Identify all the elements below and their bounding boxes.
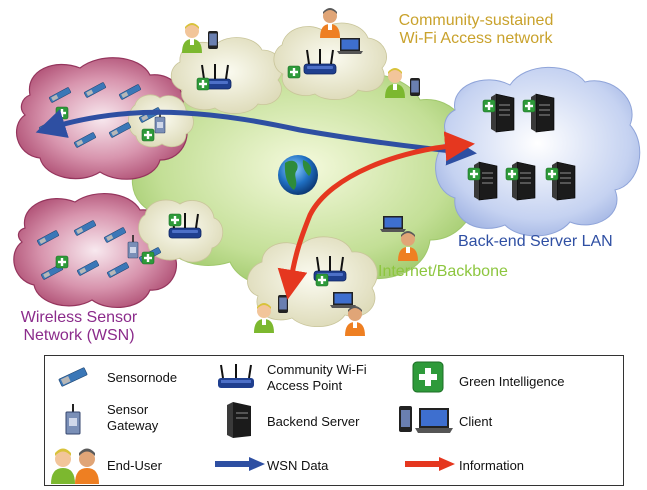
client-laptop-icon (380, 216, 406, 232)
green-intelligence-icon (168, 213, 182, 227)
internet-backbone-label: Internet/Backbone (378, 263, 508, 280)
green-intelligence-icon (545, 167, 559, 181)
legend-information: Information (459, 458, 525, 473)
legend-access-point-line1: Community Wi-Fi (267, 362, 367, 377)
green-intelligence-icon (467, 167, 481, 181)
green-intelligence-icon (287, 65, 301, 79)
green-intelligence-icon (505, 167, 519, 181)
sensornode-icon (58, 367, 88, 387)
end-user-icon (345, 306, 365, 336)
client-laptop-icon (337, 38, 363, 54)
client-phone-icon (410, 78, 420, 96)
community-label-line2: Wi-Fi Access network (399, 30, 553, 48)
legend-access-point: Community Wi-Fi Access Point (267, 362, 367, 393)
green-intelligence-icon (522, 99, 536, 113)
community-network-label: Community-sustained Wi-Fi Access network (366, 12, 586, 49)
legend-end-user: End-User (107, 458, 162, 473)
client-phone-icon (278, 295, 288, 313)
legend-sensor-gateway-line1: Sensor (107, 402, 149, 417)
end-user-icon (182, 23, 202, 53)
wsn-label-line2: Network (WSN) (23, 327, 135, 345)
backend-server-icon (227, 402, 251, 438)
green-intelligence-icon (141, 251, 155, 265)
client-phone-icon (208, 31, 218, 49)
wifi-access-point-icon (218, 364, 254, 388)
green-intelligence-icon (141, 128, 155, 142)
server-lan-cloud (435, 66, 641, 237)
information-arrow (277, 131, 475, 300)
wsn-label-line1: Wireless Sensor (20, 309, 138, 326)
legend-backend-server: Backend Server (267, 414, 360, 429)
information-arrow-legend (405, 457, 455, 471)
green-intelligence-icon (55, 106, 69, 120)
legend-sensornode: Sensornode (107, 370, 178, 385)
legend-sensor-gateway: Sensor Gateway (107, 402, 158, 433)
legend-sensor-gateway-line2: Gateway (107, 417, 159, 433)
wsn-label: Wireless Sensor Network (WSN) (4, 309, 154, 346)
legend-client: Client (459, 414, 493, 429)
green-intelligence-icon (315, 273, 329, 287)
green-intelligence-icon (55, 255, 69, 269)
globe-icon (278, 155, 318, 195)
sensor-gateway-icon (65, 404, 81, 435)
wsn-data-arrow-legend (215, 457, 265, 471)
legend-access-point-line2: Access Point (267, 377, 343, 393)
green-intelligence-icon (196, 77, 210, 91)
legend-wsn-data: WSN Data (267, 458, 329, 473)
green-intelligence-icon (412, 361, 444, 393)
legend-green-intelligence: Green Intelligence (459, 374, 565, 389)
green-intelligence-icon (482, 99, 496, 113)
client-icon (399, 406, 453, 433)
community-label-line1: Community-sustained (398, 12, 554, 29)
server-lan-label: Back-end Server LAN (458, 233, 613, 250)
legend: Sensornode Community Wi-Fi Access Point … (44, 355, 624, 486)
client-laptop-icon (330, 292, 356, 308)
end-user-icon (51, 448, 99, 484)
wsn-cloud-bottom (13, 193, 177, 308)
